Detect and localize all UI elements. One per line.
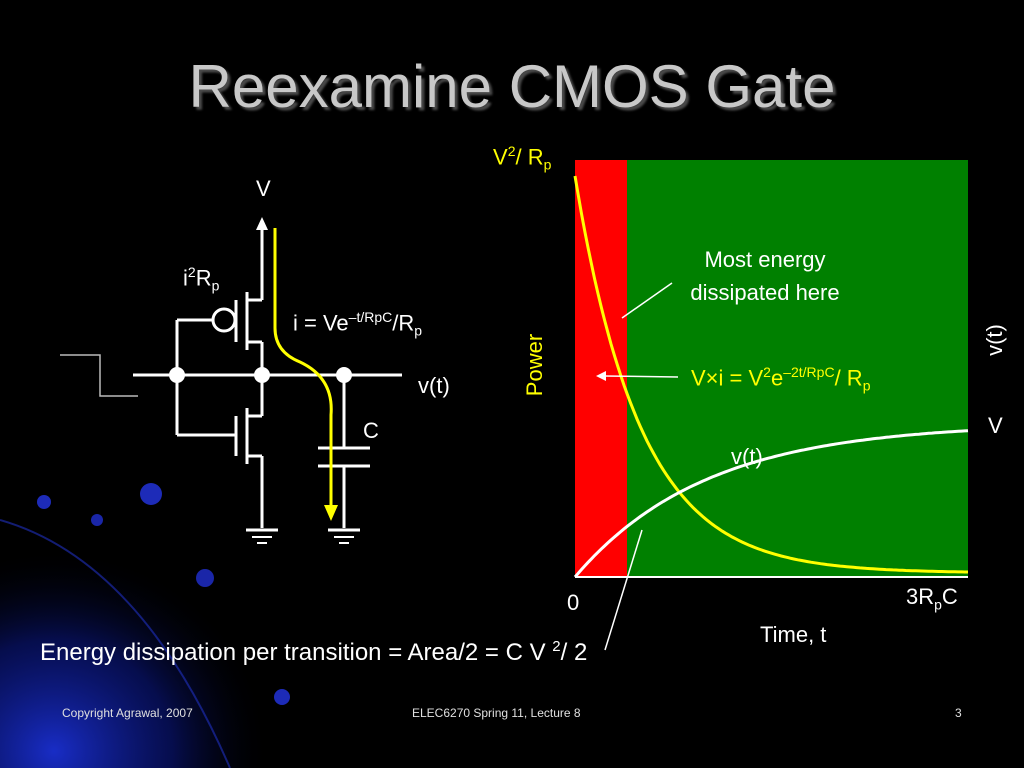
energy-pointer xyxy=(604,529,643,651)
energy-note: Most energy dissipated here xyxy=(690,247,840,305)
time-axis-label: Time, t xyxy=(760,622,827,647)
footer-copyright: Copyright Agrawal, 2007 xyxy=(62,706,193,720)
equation-arrow-icon xyxy=(596,371,606,381)
decor-dot xyxy=(274,689,290,705)
current-arrow-icon xyxy=(324,505,338,521)
energy-equation: Energy dissipation per transition = Area… xyxy=(40,638,588,666)
power-curve xyxy=(573,175,968,574)
slide-title: Reexamine CMOS Gate xyxy=(188,53,836,120)
supply-arrow-icon xyxy=(256,217,268,230)
node-dot xyxy=(169,367,185,383)
ground-symbol xyxy=(246,528,278,544)
final-voltage-label: V xyxy=(988,413,1003,438)
node-dot xyxy=(336,367,352,383)
power-label: i2Rp xyxy=(183,264,220,294)
decor-dot xyxy=(140,483,162,505)
equation-pointer xyxy=(603,375,679,378)
footer-course: ELEC6270 Spring 11, Lecture 8 xyxy=(412,706,581,720)
power-axis-label: Power xyxy=(522,333,547,397)
x-origin-label: 0 xyxy=(567,590,580,615)
current-equation: i = Ve–t/RpC/Rp xyxy=(293,309,423,339)
decor-dot xyxy=(91,514,103,526)
node-dot xyxy=(254,367,270,383)
voltage-curve-label: v(t) xyxy=(731,444,763,469)
voltage-curve xyxy=(573,429,969,578)
power-equation: V×i = V2e–2t/RpC/ Rp xyxy=(691,364,871,394)
plot-area xyxy=(575,160,968,577)
current-path xyxy=(273,228,333,505)
decor-dot xyxy=(37,495,51,509)
capacitor-label: C xyxy=(363,418,379,443)
footer-page-number: 3 xyxy=(955,706,962,720)
input-waveform xyxy=(60,354,138,397)
peak-power-label: V2/ Rp xyxy=(493,143,552,173)
supply-label: V xyxy=(256,176,271,201)
output-label: v(t) xyxy=(418,373,450,398)
decor-dot xyxy=(196,569,214,587)
x-end-label: 3RpC xyxy=(906,584,958,613)
ground-symbol xyxy=(328,528,360,544)
note-pointer xyxy=(621,282,673,319)
voltage-axis-label: v(t) xyxy=(982,324,1007,356)
